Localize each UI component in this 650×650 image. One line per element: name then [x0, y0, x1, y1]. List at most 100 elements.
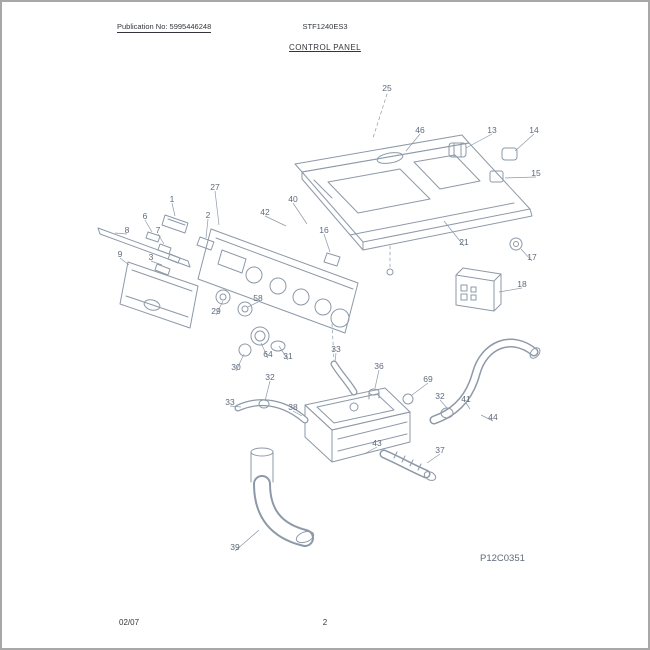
- leader-line-3: [150, 260, 163, 266]
- callout-21: 21: [459, 237, 469, 247]
- callout-58: 58: [253, 293, 263, 303]
- terminal: [470, 294, 477, 301]
- leader-line-69: [411, 382, 429, 396]
- callout-7: 7: [156, 225, 161, 235]
- console-panel: [197, 228, 359, 334]
- knob-hole: [292, 288, 310, 306]
- hose-clamp: [258, 399, 270, 409]
- leader-line-40: [292, 202, 308, 225]
- leader-line-2: [205, 218, 209, 239]
- leader-line-31: [278, 345, 289, 361]
- callout-33: 33: [225, 397, 235, 407]
- timer-top: [455, 267, 502, 282]
- callout-18: 18: [517, 279, 527, 289]
- callout-42: 42: [260, 207, 270, 217]
- console-top-edge: [215, 237, 354, 290]
- misc-small-parts: [323, 252, 394, 276]
- leader-line-38: [292, 410, 303, 417]
- callout-39: 39: [230, 542, 240, 552]
- leader-line-9: [119, 257, 130, 266]
- control-knobs: [215, 289, 286, 357]
- hose-open-end: [529, 347, 541, 359]
- dispenser-port: [349, 402, 359, 412]
- bracket-part: [161, 214, 189, 234]
- clip-part: [154, 263, 171, 276]
- callout-6: 6: [143, 211, 148, 221]
- callout-27: 27: [210, 182, 220, 192]
- terminal: [460, 293, 468, 301]
- leader-line-16: [323, 233, 331, 253]
- knob-hole: [245, 266, 263, 284]
- drawer-handle: [143, 299, 161, 311]
- switch-part: [489, 170, 504, 183]
- clip-part: [196, 236, 215, 251]
- leader-line-7: [157, 233, 165, 245]
- timer-front: [455, 274, 495, 312]
- page-title: CONTROL PANEL: [289, 43, 361, 52]
- switch-16: [323, 252, 341, 267]
- trim-strip: [97, 227, 191, 268]
- top-panel-oval-hole: [376, 152, 404, 164]
- callout-15: 15: [531, 168, 541, 178]
- left-bracket-parts: [97, 214, 215, 276]
- terminal: [470, 286, 477, 293]
- clip-part: [145, 231, 161, 243]
- knob-hole: [269, 277, 287, 295]
- inlet-hose-inner: [431, 340, 537, 423]
- timer-side: [493, 273, 502, 312]
- left-hose-inner: [235, 400, 308, 423]
- footer-date: 02/07: [119, 618, 140, 627]
- leader-line-30: [235, 353, 245, 372]
- bracket-line: [167, 218, 186, 226]
- drain-hose-elbow: [250, 447, 315, 547]
- detergent-dispenser-body: [304, 387, 411, 463]
- dispenser-rib: [337, 433, 408, 452]
- callout-43: 43: [372, 438, 382, 448]
- callout-1: 1: [170, 194, 175, 204]
- leader-line-39: [234, 529, 260, 552]
- leader-line-6: [144, 219, 153, 233]
- console-outline: [197, 228, 359, 334]
- drawer-outline: [119, 261, 199, 329]
- model-number: STF1240ES3: [302, 22, 348, 31]
- indicator-lens-center: [513, 241, 519, 247]
- knob-hole: [314, 298, 332, 316]
- footer-page-number: 2: [322, 618, 328, 627]
- small-switch-parts: [448, 142, 523, 251]
- clip-part: [167, 253, 181, 264]
- clip-part: [157, 243, 172, 255]
- hose-clamp: [402, 393, 414, 405]
- callout-14: 14: [529, 125, 539, 135]
- cylinder-sides: [250, 451, 274, 483]
- callout-69: 69: [423, 374, 433, 384]
- dispenser-top-inset: [316, 393, 395, 424]
- leader-line-1: [171, 202, 176, 217]
- hoses: [234, 338, 541, 481]
- align-line: [331, 323, 335, 361]
- callout-40: 40: [288, 194, 298, 204]
- bellows-end: [423, 471, 437, 481]
- align-line: [372, 93, 388, 139]
- terminal: [460, 284, 468, 292]
- callout-3: 3: [149, 252, 154, 262]
- leader-line-44: [480, 414, 494, 422]
- top-panel-inner-edge: [349, 202, 515, 236]
- leader-line-46: [405, 133, 421, 152]
- top-panel-corner-line: [313, 179, 333, 199]
- knob: [238, 343, 252, 357]
- knob: [237, 301, 253, 317]
- leader-line-41: [465, 402, 471, 410]
- publication-number: Publication No: 5995446248: [117, 22, 212, 33]
- rear-rail: [294, 134, 470, 173]
- knob-ring: [250, 326, 270, 346]
- leader-line-29: [215, 300, 224, 316]
- dispenser-right-face: [331, 411, 411, 463]
- elbow-opening: [295, 530, 315, 544]
- dispenser-drawer: [119, 261, 199, 329]
- leader-line-43: [363, 446, 378, 455]
- bellows-ribs: [393, 451, 422, 471]
- ground-screw: [386, 268, 394, 276]
- leader-line-21: [443, 220, 465, 247]
